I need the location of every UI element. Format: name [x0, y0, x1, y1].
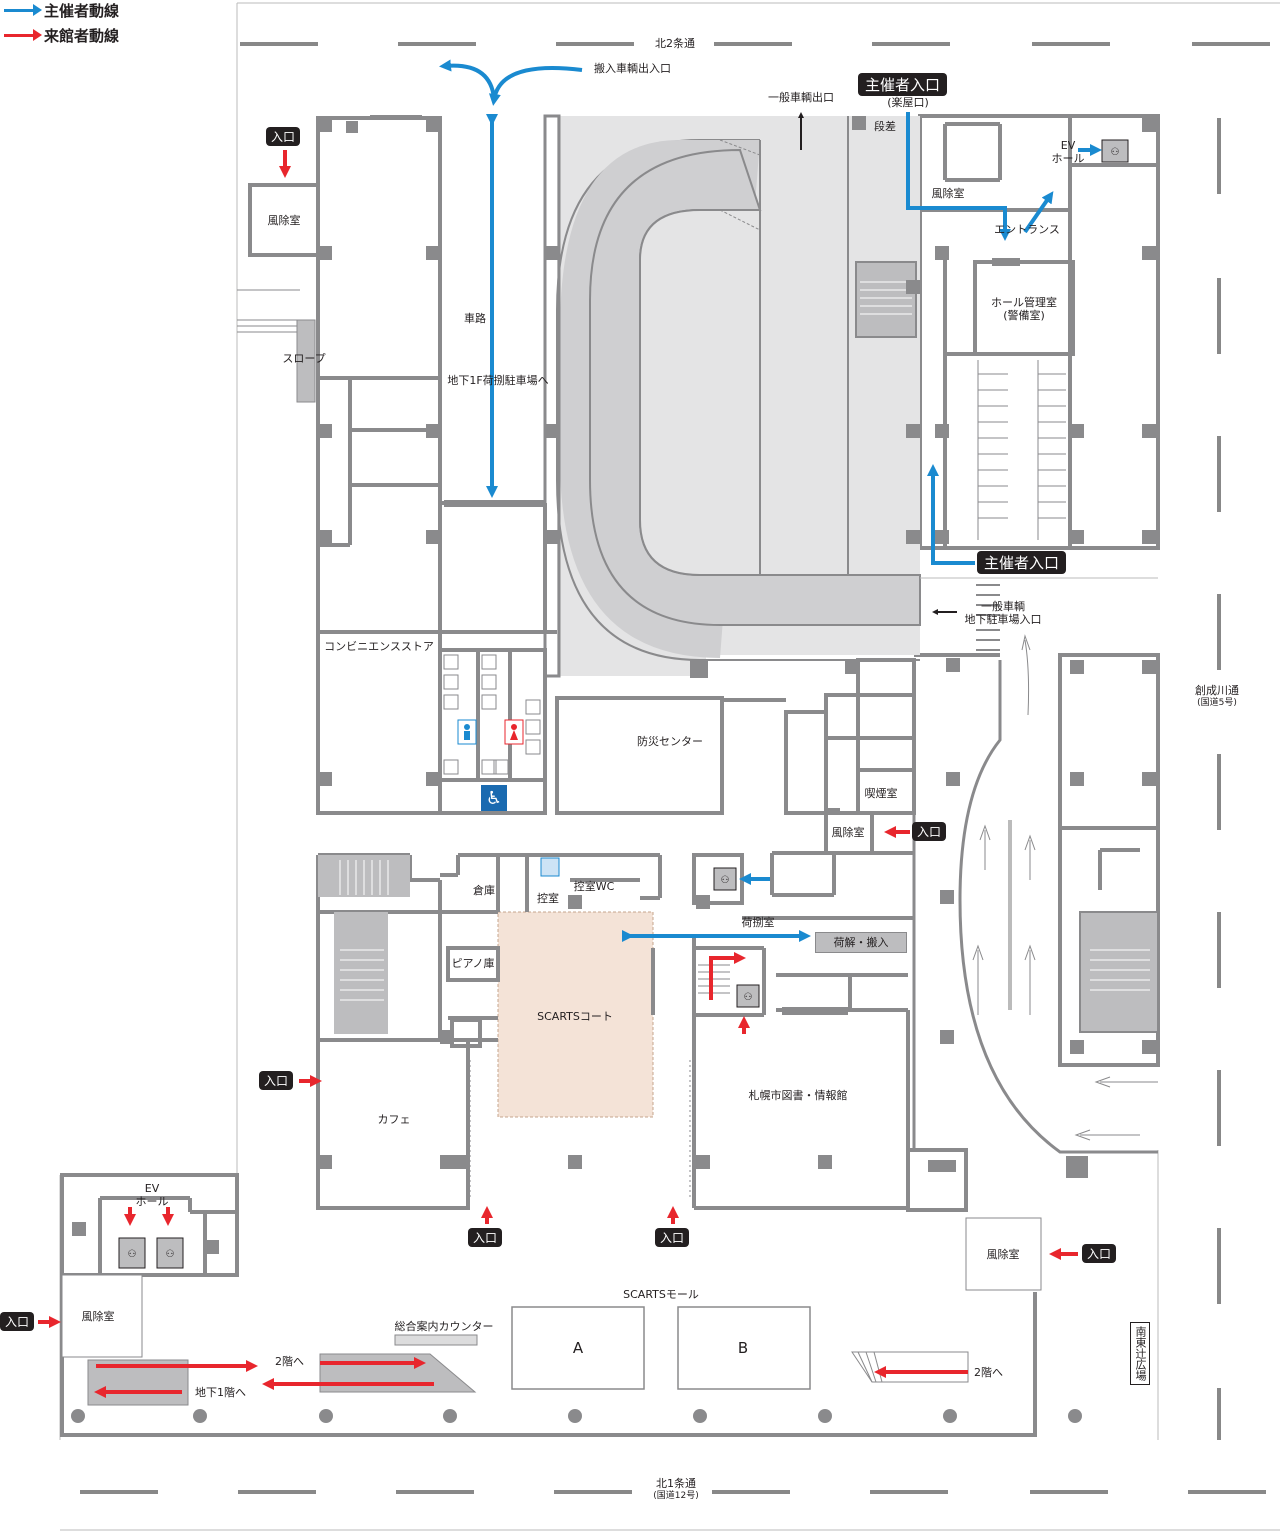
gakuya-label: (楽屋口) [887, 96, 929, 109]
entrance-hall-label: エントランス [994, 223, 1060, 236]
legend-visitor-label: 来館者動線 [44, 27, 120, 45]
entrance-se: 入口 [1082, 1244, 1117, 1263]
vehicle-in-out-label: 搬入車輌出入口 [594, 62, 671, 75]
svg-text:⚇: ⚇ [166, 1249, 175, 1260]
legend-organizer-label: 主催者動線 [44, 2, 120, 20]
columns [318, 115, 1156, 814]
piano-label: ピアノ庫 [451, 957, 495, 970]
windbreak-se: 風除室 [986, 1248, 1020, 1261]
entrance-sw: 入口 [0, 1312, 35, 1331]
disaster-label: 防災センター [637, 735, 703, 748]
booth-b: B [737, 1339, 749, 1357]
entrance-west: 入口 [259, 1071, 294, 1090]
street-sosei-sub: (国道5号) [1197, 698, 1237, 709]
cafe-label: カフェ [377, 1113, 411, 1126]
to-2f-right: 2階へ [974, 1366, 1003, 1379]
svg-text:⚇: ⚇ [721, 875, 730, 886]
red-arrow-icon [4, 29, 42, 41]
step-label: 段差 [874, 120, 896, 133]
plaza-label: 南東辻広場 [1130, 1322, 1150, 1385]
storage-label: 倉庫 [473, 884, 495, 897]
elevator-icons [118, 139, 1129, 1269]
hall-office-label: ホール管理室 (警備室) [991, 296, 1057, 323]
unpack-label: 荷解・搬入 [815, 932, 907, 954]
organizer-routes [439, 59, 1102, 942]
legend-organizer: 主催者動線 [4, 0, 119, 21]
windbreak-nw: 風除室 [267, 214, 301, 227]
visitor-routes [38, 150, 1078, 1398]
windbreak-east: 風除室 [831, 826, 865, 839]
entrance-south1: 入口 [468, 1228, 503, 1247]
windbreak-sw: 風除室 [81, 1310, 115, 1323]
unloading-label: 荷捌室 [741, 916, 775, 929]
street-north1-sub: (国道12号) [653, 1491, 699, 1501]
road-label: 車路 [464, 312, 486, 325]
street-sosei: 創成川通 [1195, 684, 1239, 698]
windbreak-ne: 風除室 [931, 187, 965, 200]
svg-text:⚇: ⚇ [1111, 147, 1120, 158]
smoking-label: 喫煙室 [864, 787, 898, 800]
b1-parking-label: 地下1F荷捌駐車場へ [447, 374, 549, 387]
organizer-entrance-right: 主催者入口 [977, 551, 1067, 574]
waiting-label: 控室 [537, 892, 559, 905]
convenience-label: コンビニエンスストア [324, 640, 434, 653]
entrance-east: 入口 [912, 822, 947, 841]
street-north2: 北2条通 [651, 37, 699, 51]
booth-a: A [572, 1339, 584, 1357]
legend-visitor: 来館者動線 [4, 25, 119, 46]
slope-label: スロープ [282, 352, 326, 365]
to-2f-left: 2階へ [275, 1355, 304, 1369]
general-parking-label: 一般車輌 地下駐車場入口 [964, 600, 1042, 627]
svg-text:♿: ♿ [486, 788, 502, 809]
library-label: 札幌市図書・情報館 [748, 1089, 848, 1102]
scarts-court-label: SCARTSコート [537, 1010, 613, 1023]
organizer-entrance-top: 主催者入口 [858, 73, 948, 96]
blue-arrow-icon [4, 4, 42, 16]
counter-label: 総合案内カウンター [394, 1320, 494, 1333]
scarts-mall-label: SCARTSモール [623, 1288, 699, 1301]
svg-text:⚇: ⚇ [128, 1249, 137, 1260]
general-exit-label: 一般車輌出口 [768, 91, 834, 104]
svg-text:⚇: ⚇ [744, 992, 753, 1003]
street-north1: 北1条通 [656, 1477, 696, 1490]
ev-hall-sw: EV ホール [135, 1182, 169, 1209]
entrance-south2: 入口 [655, 1228, 690, 1247]
waiting-wc-label: 控室WC [573, 880, 615, 893]
to-b1-label: 地下1階へ [195, 1386, 246, 1400]
entrance-nw: 入口 [266, 127, 301, 146]
ev-hall-ne: EV ホール [1051, 139, 1085, 166]
